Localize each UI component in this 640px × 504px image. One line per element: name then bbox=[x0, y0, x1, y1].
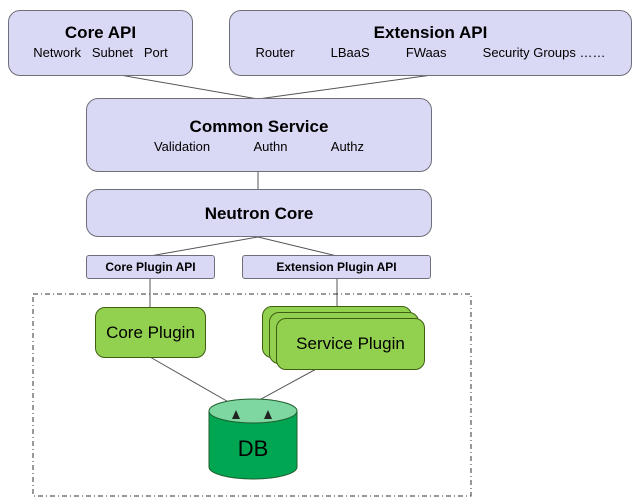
core-api-item-subnet: Subnet bbox=[91, 45, 134, 60]
common-service-item-validation: Validation bbox=[153, 139, 211, 154]
db-label: DB bbox=[238, 436, 269, 461]
extension-api-item-lbaas: LBaaS bbox=[330, 45, 370, 60]
common-service-item-authn: Authn bbox=[253, 139, 288, 154]
extension-plugin-api-box: Extension Plugin API bbox=[242, 255, 431, 279]
neutron-core-title: Neutron Core bbox=[204, 204, 314, 223]
core-plugin-box: Core Plugin bbox=[95, 307, 206, 358]
core-api-item-port: Port bbox=[143, 45, 168, 60]
extension-api-item-router: Router bbox=[255, 45, 295, 60]
common-service-title: Common Service bbox=[189, 117, 329, 136]
core-plugin-api-box: Core Plugin API bbox=[86, 255, 215, 279]
neutron-core-box: Neutron Core bbox=[86, 189, 432, 237]
common-service-item-authz: Authz bbox=[330, 139, 365, 154]
db-arrow-left-icon bbox=[232, 410, 240, 419]
extension-api-title: Extension API bbox=[373, 23, 488, 42]
common-service-box: Common Service Validation Authn Authz bbox=[86, 98, 432, 172]
service-plugin-box: Service Plugin bbox=[276, 318, 425, 370]
core-api-item-network: Network bbox=[33, 45, 81, 60]
plugin-region bbox=[32, 293, 472, 497]
extension-api-box: Extension API Router LBaaS FWaas Securit… bbox=[229, 10, 632, 76]
core-api-box: Core API Network Subnet Port bbox=[8, 10, 193, 76]
extension-api-items: Router LBaaS FWaas Security Groups …… bbox=[230, 45, 631, 60]
extension-api-item-fwaas: FWaas bbox=[405, 45, 447, 60]
db-cylinder: DB bbox=[208, 398, 298, 480]
core-api-items: Network Subnet Port bbox=[9, 45, 192, 60]
extension-api-item-security-groups: Security Groups …… bbox=[482, 45, 606, 60]
common-service-items: Validation Authn Authz bbox=[87, 139, 431, 154]
core-api-title: Core API bbox=[64, 23, 137, 42]
db-arrow-right-icon bbox=[264, 410, 272, 419]
